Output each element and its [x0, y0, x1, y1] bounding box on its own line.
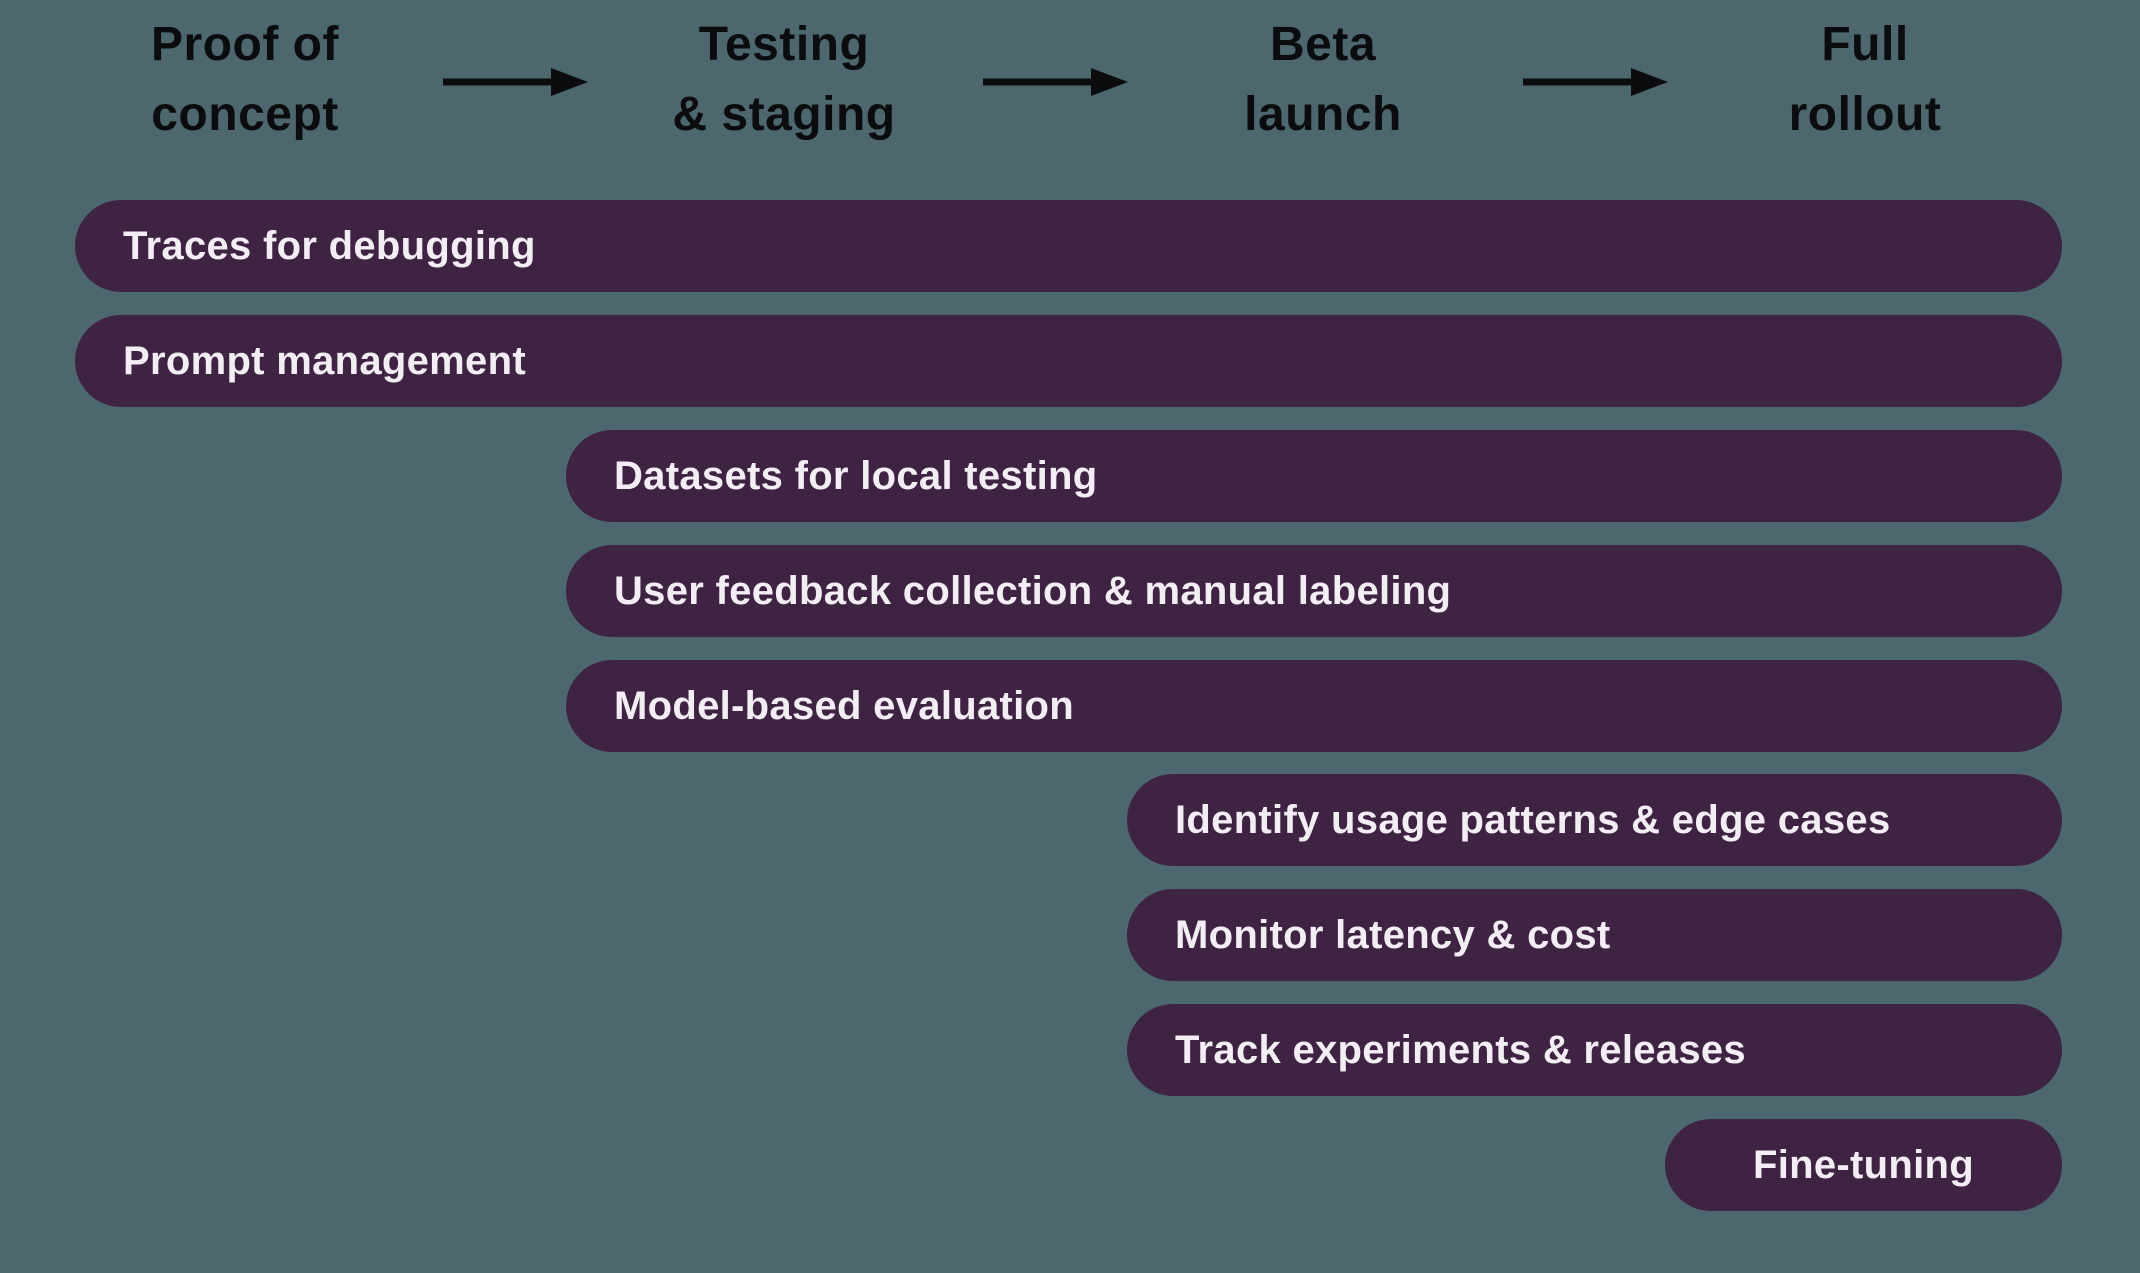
arrow-right-icon	[1523, 68, 1668, 96]
stage-header-full-rollout: Full rollout	[1788, 18, 1942, 141]
stage-header-proof-of-concept: Proof of concept	[151, 18, 339, 141]
bar-model-based-evaluation: Model-based evaluation	[566, 660, 2062, 752]
bar-identify-usage-patterns: Identify usage patterns & edge cases	[1127, 774, 2062, 866]
stage-header-testing-staging: Testing & staging	[672, 18, 896, 141]
bar-fine-tuning: Fine-tuning	[1665, 1119, 2062, 1211]
bar-traces-for-debugging: Traces for debugging	[75, 200, 2062, 292]
bar-user-feedback-collection: User feedback collection & manual labeli…	[566, 545, 2062, 637]
arrow-right-icon	[443, 68, 588, 96]
stage-header-beta-launch: Beta launch	[1244, 18, 1402, 141]
bar-track-experiments-releases: Track experiments & releases	[1127, 1004, 2062, 1096]
arrow-right-icon	[983, 68, 1128, 96]
bar-datasets-for-local-testing: Datasets for local testing	[566, 430, 2062, 522]
bar-prompt-management: Prompt management	[75, 315, 2062, 407]
bar-monitor-latency-cost: Monitor latency & cost	[1127, 889, 2062, 981]
